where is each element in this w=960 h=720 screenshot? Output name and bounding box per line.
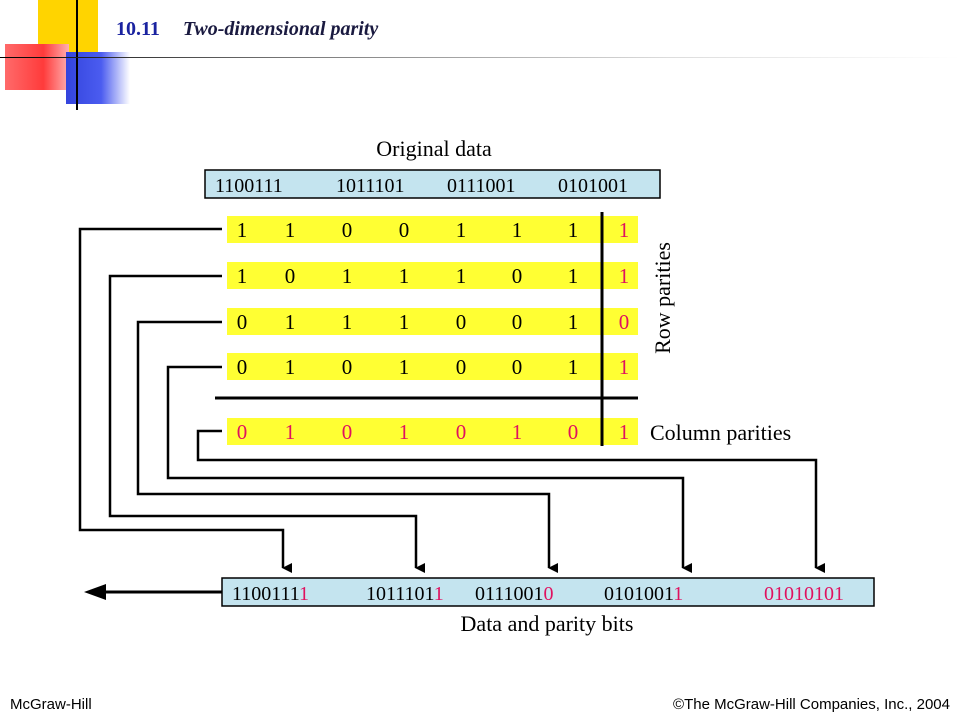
output-word: 01010101: [764, 583, 844, 605]
parity-bit: 1: [619, 264, 630, 288]
bit: 1: [285, 420, 296, 444]
original-word: 1100111: [215, 175, 283, 197]
original-word: 1011101: [336, 175, 405, 197]
bit: 1: [399, 420, 410, 444]
parity-bit: 1: [619, 355, 630, 379]
slide-title-text: Two-dimensional parity: [182, 18, 379, 40]
bit: 0: [512, 355, 523, 379]
bit: 0: [456, 420, 467, 444]
bit: 1: [399, 355, 410, 379]
slide-number: 10.11: [116, 18, 160, 40]
bit: 0: [237, 310, 248, 334]
bit: 0: [512, 264, 523, 288]
bit: 0: [456, 310, 467, 334]
parity-bit: 1: [619, 218, 630, 242]
bit: 0: [342, 355, 353, 379]
original-data-words: 1100111 1011101 0111001 0101001: [215, 175, 628, 197]
row-highlight: [227, 418, 638, 445]
output-word: 01010011: [604, 583, 683, 605]
output-word: 11001111: [232, 583, 309, 605]
output-arrow-head: [84, 584, 106, 600]
bit: 1: [342, 264, 353, 288]
output-box: [221, 577, 875, 607]
data-row: 0 1 0 1 0 0 1 1: [227, 353, 638, 380]
bit: 0: [512, 310, 523, 334]
bit: 1: [456, 264, 467, 288]
route-column-parity: [196, 429, 825, 573]
route-row-3: [136, 320, 558, 573]
bit: 0: [456, 355, 467, 379]
bit: 1: [399, 264, 410, 288]
parity-rows: 1 1 0 0 1 1 1 1 1 0 1 1 1 0 1 1 0 1 1 1 0 0 1 0 0 1 0 1 0 0 1 1 0 1 0 1 0 1 0 1: [227, 216, 638, 445]
data-row: 1 1 0 0 1 1 1 1: [227, 216, 638, 243]
bit: 0: [568, 420, 579, 444]
row-parities-label: Row parities: [650, 242, 675, 354]
bit: 1: [342, 310, 353, 334]
bit: 1: [512, 420, 523, 444]
route-row-4: [166, 365, 692, 573]
row-highlight: [227, 216, 638, 243]
bit: 1: [237, 264, 248, 288]
bit: 1: [285, 355, 296, 379]
bit: 1: [285, 310, 296, 334]
bit: 1: [568, 355, 579, 379]
column-parity-row: 0 1 0 1 0 1 0 1: [227, 418, 638, 445]
output-word: 10111011: [366, 583, 444, 605]
decor-red-block: [5, 44, 69, 90]
bit: 0: [237, 420, 248, 444]
routing-lines: [78, 227, 825, 573]
original-data-box: [204, 169, 661, 199]
bit: 1: [568, 310, 579, 334]
parity-bit: 1: [619, 420, 630, 444]
bit: 1: [399, 310, 410, 334]
output-words: 11001111 10111011 01110010 01010011 01010101: [232, 583, 844, 605]
data-row: 0 1 1 1 0 0 1 0: [227, 308, 638, 335]
output-label: Data and parity bits: [461, 611, 634, 636]
decor-horizontal-line: [0, 57, 960, 58]
data-row: 1 0 1 1 1 0 1 1: [227, 262, 638, 289]
output-word: 01110010: [475, 583, 554, 605]
route-row-2: [108, 274, 425, 573]
column-parities-label: Column parities: [650, 420, 791, 445]
route-row-1: [78, 227, 292, 573]
bit: 0: [399, 218, 410, 242]
row-highlight: [227, 353, 638, 380]
original-word: 0101001: [558, 175, 628, 197]
bit: 1: [237, 218, 248, 242]
bit: 1: [568, 264, 579, 288]
original-data-label: Original data: [376, 136, 492, 161]
footer-publisher: McGraw-Hill: [10, 696, 92, 713]
bit: 0: [342, 420, 353, 444]
row-highlight: [227, 262, 638, 289]
footer-copyright: ©The McGraw-Hill Companies, Inc., 2004: [673, 696, 950, 713]
slide-title: 10.11 Two-dimensional parity: [116, 18, 378, 41]
parity-bit: 0: [619, 310, 630, 334]
decor-vertical-line: [76, 0, 78, 110]
bit: 1: [456, 218, 467, 242]
bit: 0: [237, 355, 248, 379]
row-highlight: [227, 308, 638, 335]
bit: 1: [285, 218, 296, 242]
original-word: 0111001: [447, 175, 516, 197]
bit: 0: [342, 218, 353, 242]
bit: 1: [512, 218, 523, 242]
bit: 0: [285, 264, 296, 288]
bit: 1: [568, 218, 579, 242]
